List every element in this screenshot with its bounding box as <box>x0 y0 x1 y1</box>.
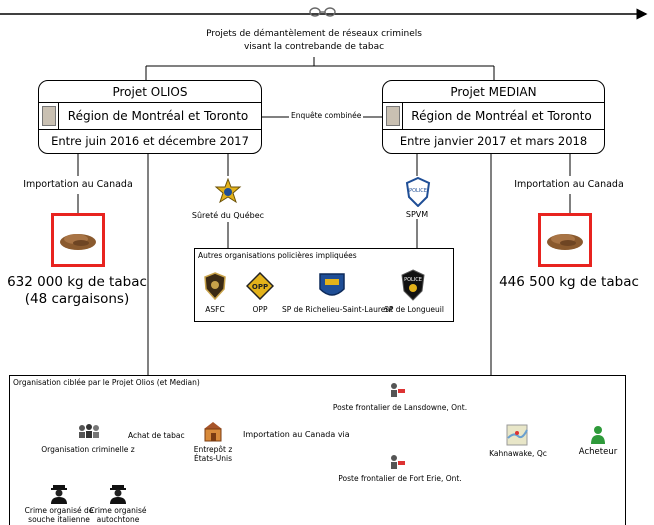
opp-badge-icon: OPP <box>245 271 275 301</box>
purchase-label: Achat de tabac <box>126 431 187 440</box>
buyer-label: Acheteur <box>578 447 618 457</box>
spvm-badge-icon: POLICE <box>405 176 431 208</box>
project-olios-period: Entre juin 2016 et décembre 2017 <box>51 134 249 148</box>
warehouse-label-1: Entrepôt z <box>193 445 233 454</box>
combined-investigation-label: Enquête combinée <box>289 111 364 120</box>
destination-label: Kahnawake, Qc <box>489 449 547 458</box>
crime-figure-icon <box>107 483 129 505</box>
crime-italian-label-1: Crime organisé de <box>24 506 94 515</box>
sq-label: Sûreté du Québec <box>178 211 278 220</box>
project-median-region: Région de Montréal et Toronto <box>411 109 592 123</box>
project-olios-region: Région de Montréal et Toronto <box>67 109 249 123</box>
longueuil-label: SP de Longueuil <box>384 305 444 314</box>
warehouse-label-2: États-Unis <box>193 454 233 463</box>
asfc-badge-icon <box>203 272 227 301</box>
tobacco-icon <box>547 234 583 250</box>
buyer-icon <box>590 425 606 445</box>
crime-autochtone-label-1: Crime organisé <box>89 506 147 515</box>
project-median-card: Projet MEDIAN Région de Montréal et Toro… <box>382 80 605 154</box>
other-police-title: Autres organisations policières impliqué… <box>198 251 357 260</box>
project-median-title: Projet MEDIAN <box>450 85 537 99</box>
sq-badge-icon <box>213 177 243 208</box>
map-icon <box>506 424 528 446</box>
olios-tobacco-image <box>51 213 105 267</box>
spvm-badge-text: POLICE <box>409 188 427 194</box>
median-amount: 446 500 kg de tabac <box>499 274 639 290</box>
project-olios-title: Projet OLIOS <box>112 85 188 99</box>
project-olios-card: Projet OLIOS Région de Montréal et Toron… <box>38 80 262 154</box>
project-median-period: Entre janvier 2017 et mars 2018 <box>399 134 588 148</box>
opp-badge-text: OPP <box>252 283 268 291</box>
header-title-line2: visant la contrebande de tabac <box>243 42 385 52</box>
opp-label: OPP <box>252 305 268 314</box>
border-forterie-label: Poste frontalier de Fort Erie, Ont. <box>330 474 470 483</box>
crime-figure-icon <box>48 483 70 505</box>
warehouse-icon <box>203 421 223 443</box>
spvm-label: SPVM <box>382 210 452 219</box>
criminal-org-label: Organisation criminelle z <box>38 445 138 454</box>
header-title-line1: Projets de démantèlement de réseaux crim… <box>206 29 422 39</box>
longueuil-badge-text: POLICE <box>404 277 422 283</box>
olios-amount: 632 000 kg de tabac <box>7 274 147 290</box>
criminal-group-icon <box>76 423 102 443</box>
crime-autochtone-label-2: autochtone <box>96 515 140 524</box>
handcuffs-icon <box>309 7 336 17</box>
cigarette-box-icon <box>42 106 56 126</box>
asfc-label: ASFC <box>205 305 225 314</box>
olios-cargo: (48 cargaisons) <box>24 291 130 307</box>
border-crossing-icon <box>388 382 406 400</box>
border-lansdowne-label: Poste frontalier de Lansdowne, Ont. <box>330 403 470 412</box>
border-crossing-icon <box>388 454 406 472</box>
median-tobacco-image <box>538 213 592 267</box>
olios-import-label: Importation au Canada <box>18 179 138 190</box>
richelieu-badge-icon <box>317 271 347 301</box>
cigarette-box-icon <box>386 106 400 126</box>
median-import-label: Importation au Canada <box>509 179 629 190</box>
crime-italian-label-2: souche italienne <box>28 515 90 524</box>
tobacco-icon <box>60 234 96 250</box>
other-police-box: Autres organisations policières impliqué… <box>194 248 454 322</box>
richelieu-label: SP de Richelieu-Saint-Laurent <box>282 305 394 314</box>
longueuil-badge-icon: POLICE <box>400 269 426 301</box>
flow-panel-title: Organisation ciblée par le Projet Olios … <box>13 378 200 387</box>
import-via-label: Importation au Canada via <box>241 430 352 439</box>
